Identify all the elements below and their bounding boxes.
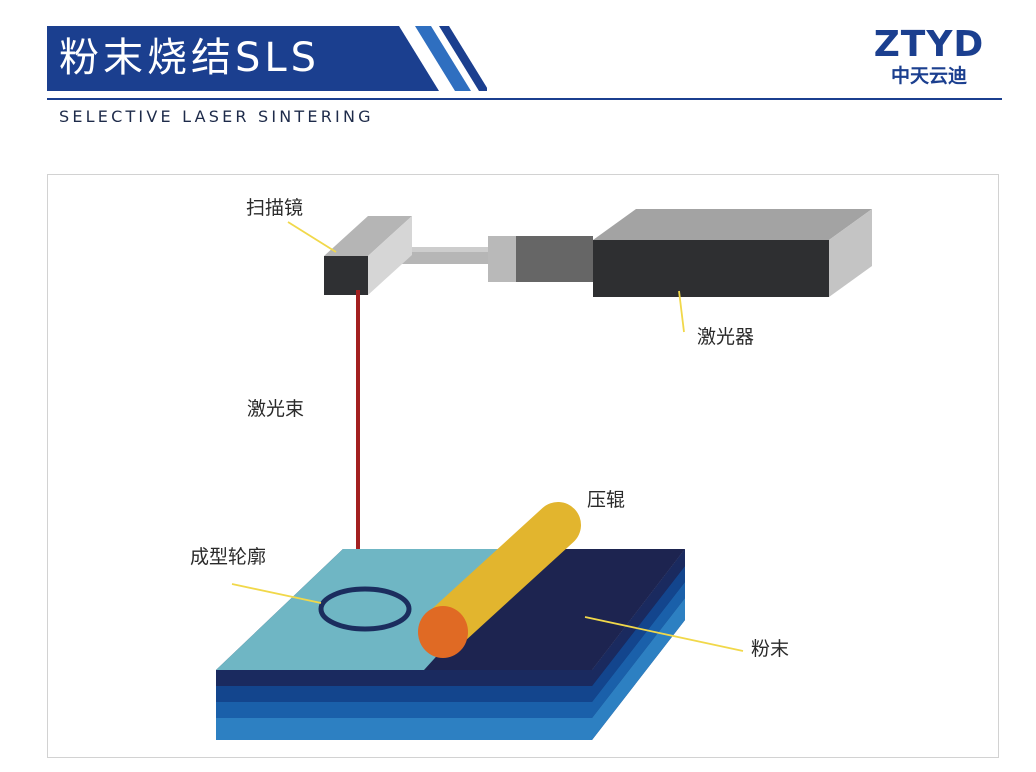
label-laser-beam: 激光束 xyxy=(247,398,305,420)
label-laser: 激光器 xyxy=(697,326,755,348)
platform-layer-3 xyxy=(216,598,685,740)
contour-leader-line xyxy=(231,583,322,604)
logo-wordmark: ZTYD xyxy=(873,24,985,65)
laser-leader-line xyxy=(678,290,685,333)
laser-top-face xyxy=(593,209,872,240)
scanner-leader-line xyxy=(287,221,337,253)
laser-connector xyxy=(488,236,516,282)
laser-arm-highlight xyxy=(398,247,488,252)
formed-area xyxy=(216,549,534,670)
laser-unit xyxy=(398,209,872,297)
title-banner-stripe-2 xyxy=(439,26,487,91)
label-powder: 粉末 xyxy=(751,638,790,660)
title-banner xyxy=(47,26,487,91)
roller-body xyxy=(420,502,581,653)
powder-leader-line xyxy=(584,616,744,652)
laser-collar xyxy=(516,236,593,282)
label-scanner-mirror: 扫描镜 xyxy=(246,197,304,219)
scanner-front-face xyxy=(324,256,368,295)
scanner-side-face xyxy=(368,216,412,295)
label-roller: 压辊 xyxy=(587,489,626,511)
leader-lines xyxy=(231,221,744,652)
title-banner-stripe-1 xyxy=(415,26,471,91)
laser-side-face xyxy=(829,209,872,297)
platform-layer-2 xyxy=(216,582,685,718)
company-logo: ZTYD 中天云迪 xyxy=(866,26,992,90)
scanner-mirror xyxy=(324,216,412,295)
platform-layer-1 xyxy=(216,566,685,702)
scanner-top-face xyxy=(324,216,412,256)
logo-chinese-name: 中天云迪 xyxy=(890,65,967,87)
label-formed-contour: 成型轮廓 xyxy=(190,546,267,568)
roller-end-cap xyxy=(418,606,468,658)
laser-front-face xyxy=(593,240,829,297)
roller xyxy=(418,502,581,658)
page-title: 粉末烧结SLS xyxy=(59,35,321,81)
platform-top-layer xyxy=(216,549,685,686)
title-banner-fill xyxy=(47,26,439,91)
header-divider xyxy=(47,98,1002,100)
formed-contour-ring xyxy=(318,586,412,632)
build-platform xyxy=(216,549,685,740)
page-subtitle: SELECTIVE LASER SINTERING xyxy=(59,107,374,126)
